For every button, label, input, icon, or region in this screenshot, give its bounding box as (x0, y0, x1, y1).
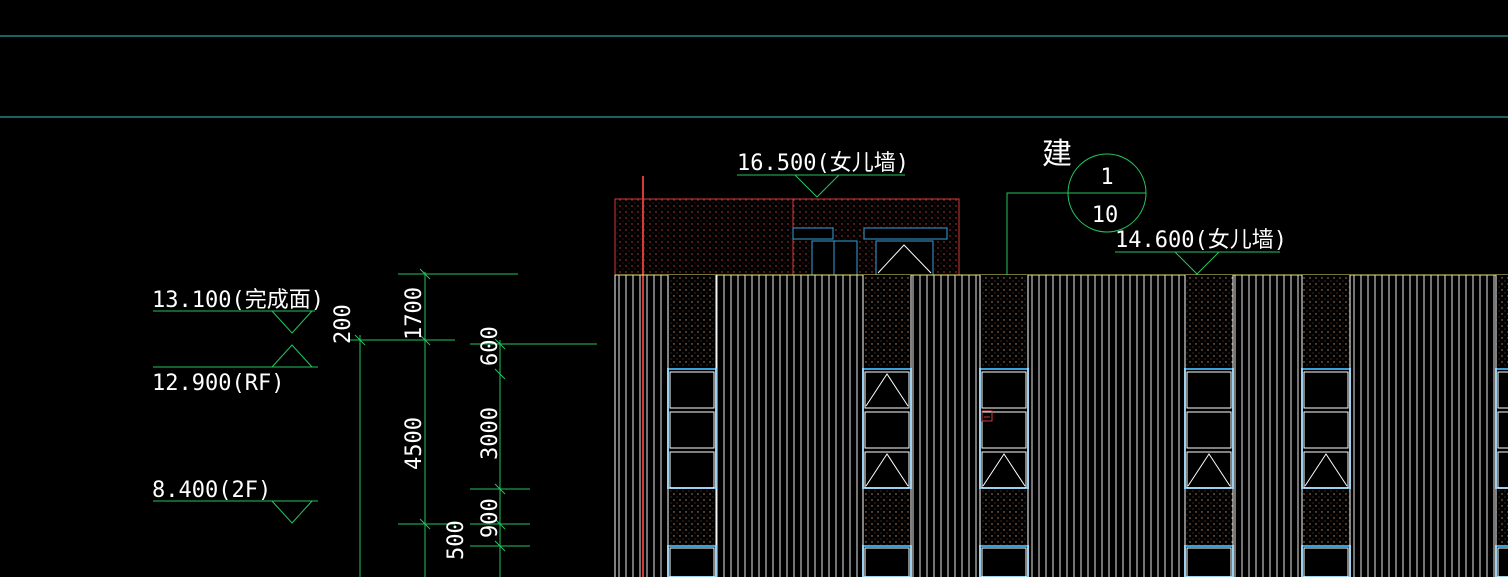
window-column (1495, 275, 1508, 577)
elevation-13100: 13.100(完成面) (152, 288, 324, 334)
elevation-label: 14.600(女儿墙) (1115, 228, 1287, 253)
dimension-1700: 1700 (402, 287, 427, 340)
elevation-label: 16.500(女儿墙) (737, 151, 909, 176)
elevation-label: 13.100(完成面) (152, 288, 324, 313)
dimension-600: 600 (478, 326, 503, 366)
detail-marker: 建 1 10 (1006, 137, 1147, 275)
elevation-8400: 8.400(2F) (152, 478, 318, 524)
dimension-500: 500 (444, 520, 469, 560)
detail-number: 1 (1100, 165, 1113, 190)
window-column (979, 275, 1029, 577)
elevation-16500: 16.500(女儿墙) (737, 151, 909, 198)
window-column (667, 275, 717, 577)
elevation-14600: 14.600(女儿墙) (1115, 228, 1287, 275)
dimension-3000: 3000 (478, 407, 503, 460)
detail-sheet: 10 (1092, 203, 1119, 228)
detail-prefix: 建 (1042, 137, 1072, 172)
window-column (1301, 275, 1351, 577)
window-columns (667, 275, 1508, 577)
red-marker (981, 410, 993, 422)
dimension-900: 900 (478, 498, 503, 538)
elevation-label: 8.400(2F) (152, 478, 271, 503)
rooftop-structure (614, 176, 960, 577)
dimension-4500: 4500 (402, 417, 427, 470)
facade (614, 274, 1508, 577)
dimension-200: 200 (331, 304, 356, 344)
dimension-chains (345, 268, 597, 577)
elevation-label: 12.900(RF) (152, 371, 284, 396)
window-column (1184, 275, 1234, 577)
window-column (862, 275, 912, 577)
elevation-12900: 12.900(RF) (152, 344, 318, 396)
